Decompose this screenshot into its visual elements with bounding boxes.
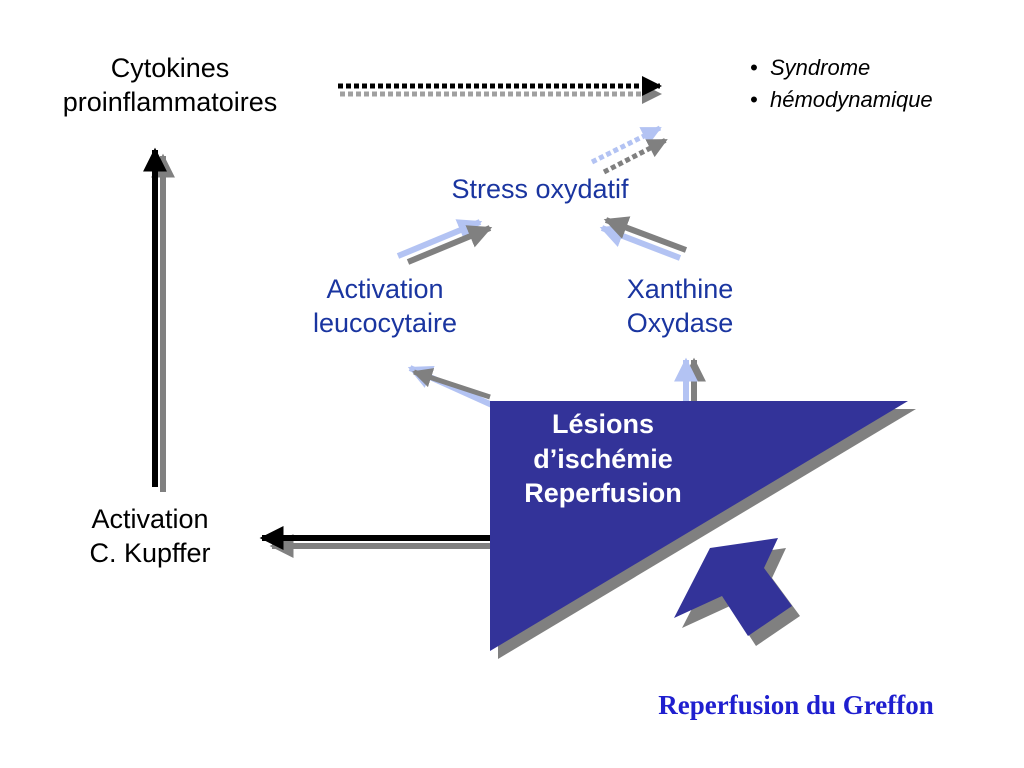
lesions-line2: d’ischémie	[533, 443, 673, 474]
leuco-line2: leucocytaire	[312, 307, 458, 338]
reperfusion-block-arrow	[674, 538, 800, 646]
arrow-leuco-to-stress	[396, 219, 493, 265]
lesions-node: Lésions d’ischémie Reperfusion	[490, 407, 716, 511]
kupffer-line1: Activation	[91, 504, 209, 534]
outcome-item: • Syndrome	[738, 52, 933, 84]
cytokines-line2: proinflammatoires	[62, 86, 278, 117]
stress-label: Stress oxydatif	[451, 174, 629, 204]
xanthine-node: Xanthine Oxydase	[590, 273, 770, 341]
caption: Reperfusion du Greffon	[658, 690, 934, 720]
arrow-kupffer-to-cytokines	[143, 147, 175, 492]
outcome-list: • Syndrome • hémodynamique	[738, 52, 933, 116]
arrow-cytokines-to-syndrome	[338, 76, 662, 104]
arrow-stress-to-syndrome	[590, 125, 668, 175]
leuco-line1: Activation	[326, 274, 444, 304]
kupffer-node: Activation C. Kupffer	[40, 503, 260, 571]
xanthine-line1: Xanthine	[626, 274, 734, 304]
outcome-item: • hémodynamique	[738, 84, 933, 116]
leuco-node: Activation leucocytaire	[280, 273, 490, 341]
arrow-lesions-to-leuco	[407, 365, 494, 408]
arrow-lesions-to-kupffer	[259, 526, 498, 558]
lesions-line3: Reperfusion	[524, 478, 682, 509]
cytokines-node: Cytokines proinflammatoires	[20, 52, 320, 120]
outcome-text: hémodynamique	[770, 86, 933, 112]
bullet-icon: •	[750, 55, 758, 80]
outcome-text: Syndrome	[770, 55, 871, 80]
lesions-line1: Lésions	[551, 409, 655, 439]
arrow-lesions-to-xanthine	[674, 357, 706, 408]
kupffer-line2: C. Kupffer	[89, 537, 211, 568]
cytokines-line1: Cytokines	[110, 53, 230, 83]
stress-node: Stress oxydatif	[400, 173, 680, 207]
lesions-triangle	[490, 401, 916, 659]
bullet-icon: •	[750, 86, 758, 112]
xanthine-line2: Oxydase	[626, 307, 734, 338]
arrow-xanthine-to-stress	[599, 216, 688, 261]
